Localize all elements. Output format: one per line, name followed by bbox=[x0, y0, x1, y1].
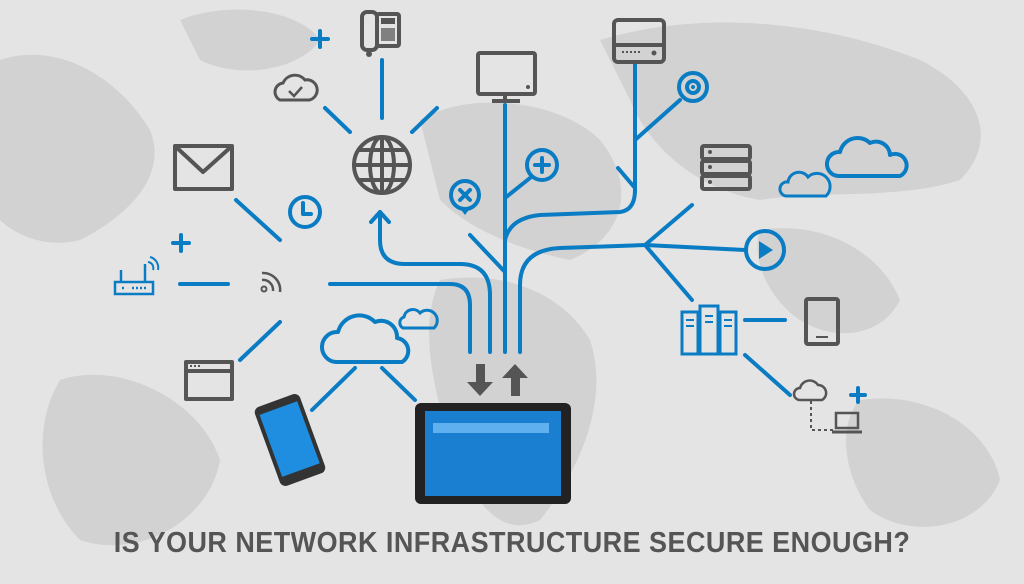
server-rack-icon bbox=[680, 304, 738, 356]
envelope-icon bbox=[173, 144, 234, 191]
plus-icon bbox=[171, 233, 191, 253]
cloud-icon bbox=[825, 136, 909, 178]
cloud-icon bbox=[319, 313, 411, 364]
target-icon bbox=[677, 71, 709, 103]
tablet-device-icon bbox=[415, 403, 571, 504]
location-x-icon bbox=[449, 179, 481, 215]
cloud-icon bbox=[778, 170, 832, 198]
small-tablet-icon bbox=[804, 297, 840, 346]
cloud-icon bbox=[398, 308, 439, 330]
plus-circle-icon bbox=[525, 148, 559, 182]
download-arrow-icon bbox=[467, 364, 493, 396]
cloud-check-icon bbox=[273, 73, 319, 102]
clock-icon bbox=[288, 195, 322, 229]
headline: IS YOUR NETWORK INFRASTRUCTURE SECURE EN… bbox=[113, 527, 911, 559]
browser-window-icon bbox=[184, 360, 234, 401]
world-map-background bbox=[0, 9, 1000, 546]
desk-phone-icon bbox=[360, 10, 401, 57]
server-stack-icon bbox=[700, 144, 752, 191]
plus-icon bbox=[310, 29, 330, 49]
smartphone-icon bbox=[254, 394, 326, 486]
router-icon bbox=[113, 256, 160, 296]
monitor-icon bbox=[476, 51, 537, 103]
globe-icon bbox=[352, 135, 412, 195]
wifi-icon bbox=[260, 271, 282, 293]
connector-lines bbox=[178, 58, 792, 412]
cloud-laptop-sync-icon bbox=[792, 379, 862, 434]
hard-drive-icon bbox=[612, 18, 666, 64]
upload-arrow-icon bbox=[502, 364, 528, 396]
plus-icon bbox=[849, 386, 867, 404]
play-button-icon bbox=[744, 229, 786, 271]
